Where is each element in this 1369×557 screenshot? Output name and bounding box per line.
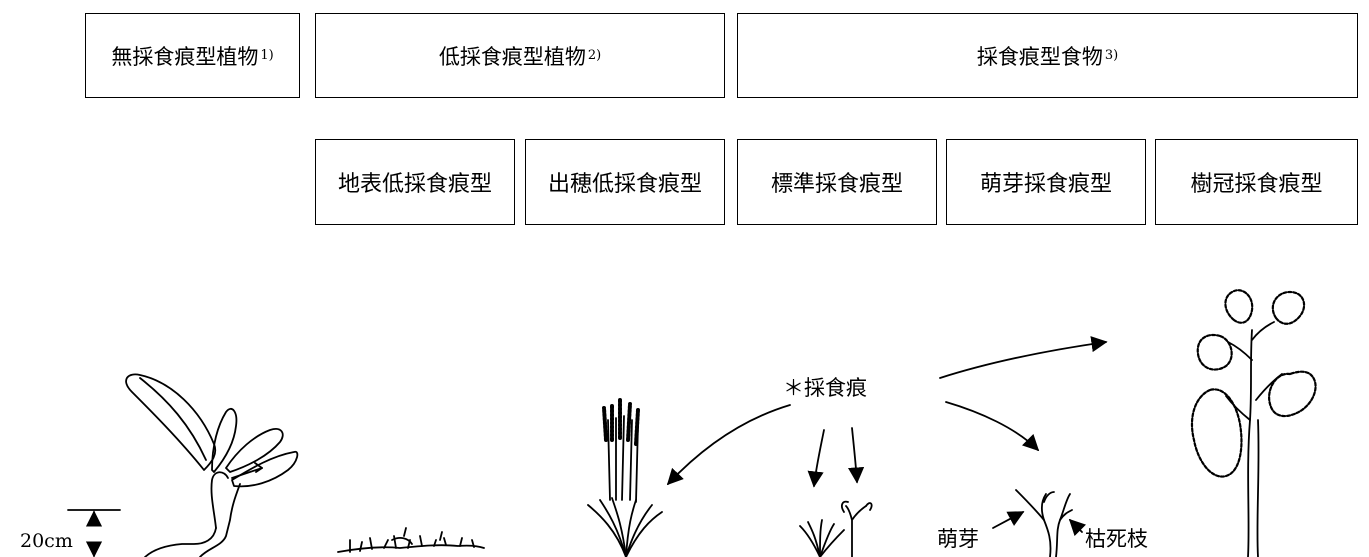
subtype-label: 地表低採食痕型 (337, 172, 492, 197)
plant-no-trace-illustration (125, 373, 299, 557)
plant-heading-low-illustration (587, 398, 663, 557)
subtype-label: 萌芽採食痕型 (979, 172, 1112, 197)
plant-standard-illustration (799, 500, 873, 557)
subtype-label: 樹冠採食痕型 (1190, 172, 1323, 197)
subtype-label: 標準採食痕型 (770, 172, 903, 197)
subtype-box-canopy: 樹冠採食痕型 (1155, 139, 1358, 225)
scale-bar (67, 509, 121, 557)
footnote-marker: 1) (260, 48, 274, 63)
subtype-box-sprout: 萌芽採食痕型 (946, 139, 1146, 225)
dead-branch-label: 枯死枝 (1085, 527, 1148, 551)
footnote-marker: 3) (1104, 48, 1119, 63)
subtype-box-heading-low: 出穂低採食痕型 (525, 139, 725, 225)
category-label: 無採食痕型植物 (111, 44, 259, 69)
sprout-label: 萌芽 (937, 527, 979, 551)
feeding-mark-label: ＊採食痕 (783, 376, 867, 400)
subtype-box-ground-low: 地表低採食痕型 (315, 139, 515, 225)
feeding-mark-arrows (666, 336, 1108, 537)
plant-ground-low-illustration (337, 527, 485, 553)
plant-sprout-illustration (1015, 489, 1073, 557)
category-label: 低採食痕型植物 (438, 44, 586, 69)
footnote-marker: 2) (587, 48, 602, 63)
category-label: 採食痕型食物 (976, 44, 1103, 69)
plant-canopy-illustration (1190, 289, 1317, 557)
subtype-label: 出穂低採食痕型 (547, 172, 702, 197)
subtype-box-standard: 標準採食痕型 (737, 139, 937, 225)
scale-label: 20cm (20, 530, 73, 552)
